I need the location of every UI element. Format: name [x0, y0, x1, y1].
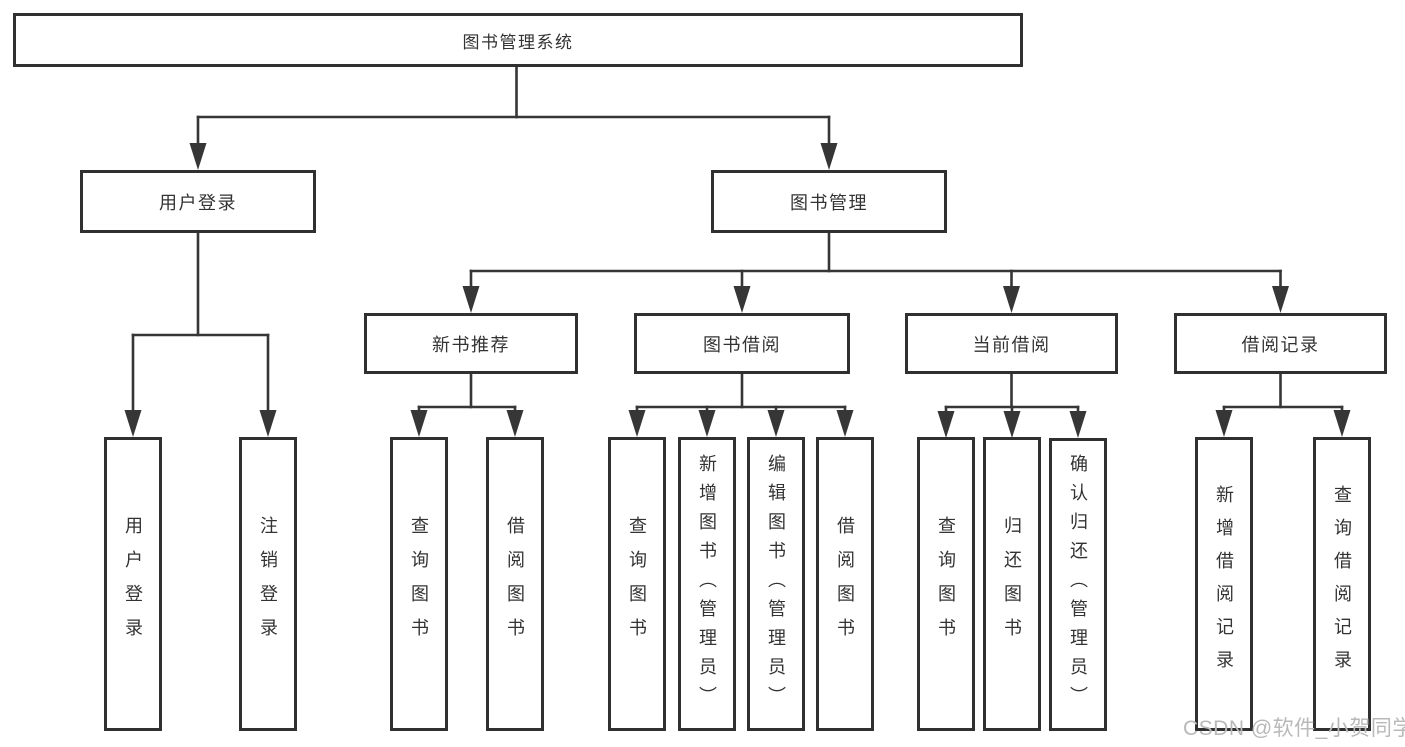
leaf-label: 用户登录	[123, 516, 143, 652]
leaf-label: 编辑图书（管理员）	[766, 453, 786, 715]
node-borrow-records: 借阅记录	[1174, 313, 1387, 374]
leaf-user-login: 用户登录	[104, 437, 162, 731]
leaf-label: 注销登录	[258, 516, 278, 652]
node-library-management-system: 图书管理系统	[13, 13, 1023, 67]
node-label: 图书借阅	[703, 334, 781, 355]
leaf-label: 查询图书	[936, 516, 956, 652]
node-current-borrow: 当前借阅	[905, 313, 1118, 374]
watermark: CSDN @软件_小贺同学	[1183, 717, 1405, 740]
node-label: 当前借阅	[972, 334, 1051, 355]
leaf-label: 借阅图书	[835, 516, 855, 652]
leaf-add-book-admin: 新增图书（管理员）	[678, 437, 736, 731]
leaf-query-book-borrow: 查询图书	[608, 437, 666, 731]
node-book-management: 图书管理	[711, 170, 947, 233]
leaf-confirm-return-admin: 确认归还（管理员）	[1049, 438, 1107, 731]
node-label: 图书管理	[790, 192, 868, 213]
node-label: 借阅记录	[1241, 334, 1320, 355]
leaf-logout-login: 注销登录	[239, 437, 297, 731]
leaf-label: 新增图书（管理员）	[697, 453, 717, 715]
node-book-borrow: 图书借阅	[634, 313, 850, 374]
leaf-edit-book-admin: 编辑图书（管理员）	[747, 437, 805, 731]
leaf-label: 借阅图书	[505, 516, 525, 652]
leaf-label: 查询借阅记录	[1332, 485, 1352, 683]
leaf-label: 新增借阅记录	[1214, 485, 1234, 683]
leaf-label: 确认归还（管理员）	[1068, 454, 1088, 715]
leaf-label: 归还图书	[1002, 516, 1022, 652]
node-new-book-recommend: 新书推荐	[364, 313, 578, 374]
node-label: 新书推荐	[432, 334, 510, 355]
leaf-return-book: 归还图书	[983, 437, 1041, 731]
leaf-query-borrow-record: 查询借阅记录	[1313, 437, 1371, 731]
node-label: 用户登录	[159, 192, 237, 213]
node-label: 图书管理系统	[462, 32, 574, 52]
leaf-label: 查询图书	[627, 516, 647, 652]
leaf-add-borrow-record: 新增借阅记录	[1195, 437, 1253, 731]
leaf-label: 查询图书	[409, 516, 429, 652]
leaf-borrow-book-recommend: 借阅图书	[486, 437, 544, 731]
leaf-borrow-book: 借阅图书	[816, 437, 874, 731]
leaf-query-book-recommend: 查询图书	[390, 437, 448, 731]
leaf-query-book-current: 查询图书	[917, 437, 975, 731]
node-user-login: 用户登录	[80, 170, 316, 233]
